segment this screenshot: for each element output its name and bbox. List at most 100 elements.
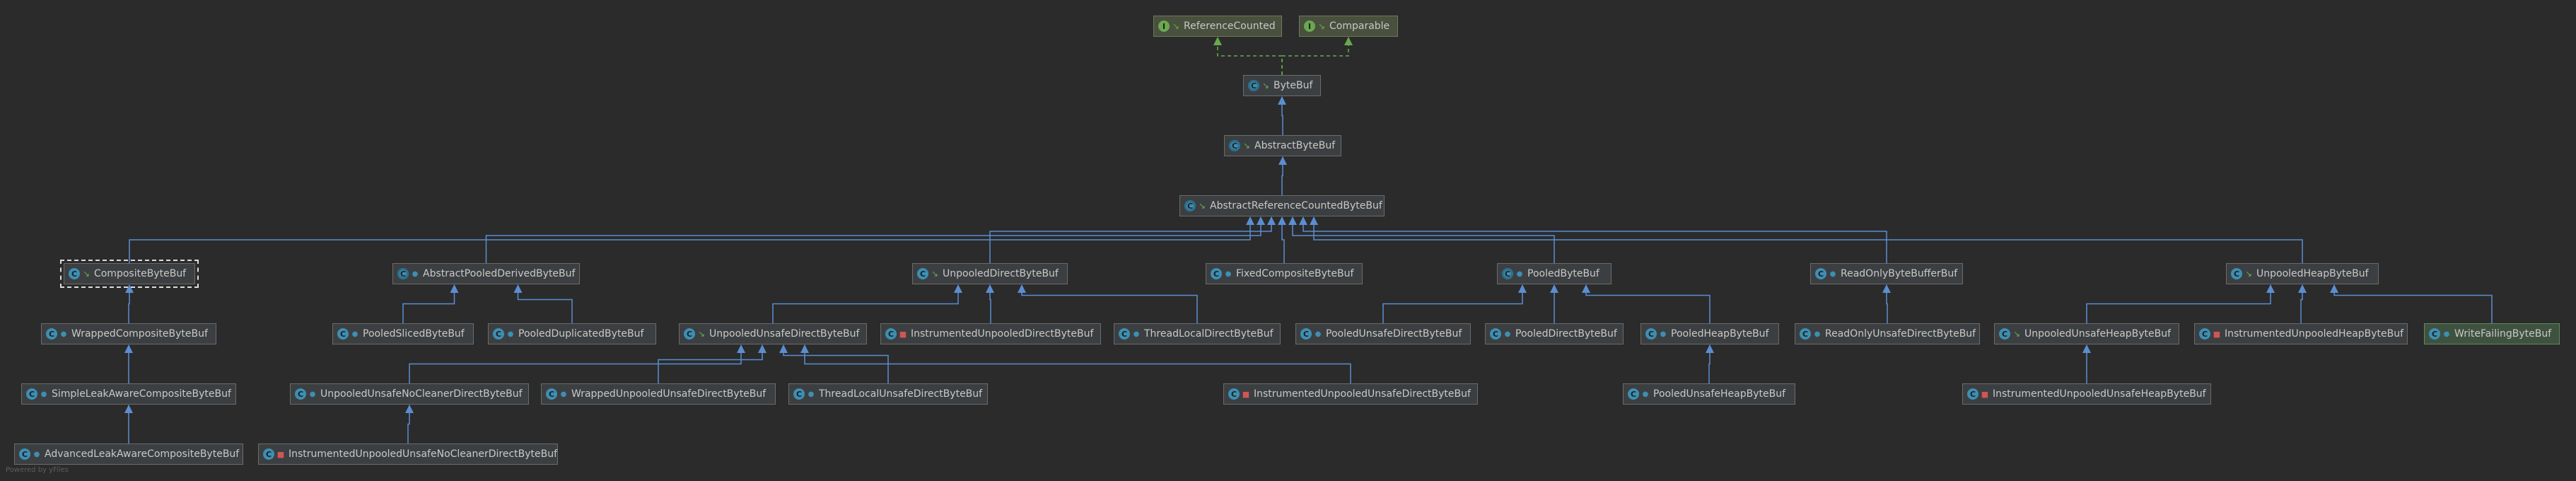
node-label: InstrumentedUnpooledDirectByteBuf xyxy=(911,328,1094,340)
class-icon: C xyxy=(2199,328,2210,340)
node-thread-local-unsafe-direct-byte-buf[interactable]: C ● ThreadLocalUnsafeDirectByteBuf xyxy=(788,383,988,405)
node-label: UnpooledHeapByteBuf xyxy=(2256,268,2369,279)
node-label: ThreadLocalUnsafeDirectByteBuf xyxy=(819,388,983,400)
abstract-class-icon: C xyxy=(1184,200,1196,211)
node-write-failing-byte-buf[interactable]: C ● WriteFailingByteBuf xyxy=(2424,323,2560,344)
node-pooled-byte-buf[interactable]: C ● PooledByteBuf xyxy=(1497,263,1612,284)
node-label: PooledHeapByteBuf xyxy=(1671,328,1769,340)
edge-composite-byte-buf-to-abstract-reference-counted-byte-buf xyxy=(129,216,1254,263)
edge-unpooled-unsafe-no-cleaner-direct-byte-buf-to-unpooled-unsafe-direct-byte-buf xyxy=(409,344,745,383)
class-icon: C xyxy=(337,328,349,340)
node-label: SimpleLeakAwareCompositeByteBuf xyxy=(52,388,231,400)
node-label: PooledByteBuf xyxy=(1527,268,1599,279)
class-icon: C xyxy=(46,328,57,340)
node-pooled-duplicated-byte-buf[interactable]: C ● PooledDuplicatedByteBuf xyxy=(488,323,656,344)
class-icon: C xyxy=(295,388,306,400)
node-wrapped-composite-byte-buf[interactable]: C ● WrappedCompositeByteBuf xyxy=(41,323,216,344)
edge-thread-local-direct-byte-buf-to-unpooled-direct-byte-buf xyxy=(1018,284,1198,323)
public-modifier-icon: ↘ xyxy=(1198,201,1206,211)
edge-unpooled-unsafe-direct-byte-buf-to-unpooled-direct-byte-buf xyxy=(772,284,962,323)
node-byte-buf[interactable]: C ↘ ByteBuf xyxy=(1243,75,1321,96)
node-label: ReferenceCounted xyxy=(1184,21,1276,32)
edge-read-only-byte-buffer-buf-to-abstract-reference-counted-byte-buf xyxy=(1299,216,1887,263)
edge-instrumented-unpooled-heap-byte-buf-to-unpooled-heap-byte-buf xyxy=(2298,284,2307,323)
node-simple-leak-aware-composite-byte-buf[interactable]: C ● SimpleLeakAwareCompositeByteBuf xyxy=(21,383,236,405)
interface-icon: I xyxy=(1158,21,1170,32)
edge-byte-buf-to-reference-counted xyxy=(1213,37,1283,75)
package-private-modifier-icon: ● xyxy=(560,390,567,398)
node-pooled-direct-byte-buf[interactable]: C ● PooledDirectByteBuf xyxy=(1485,323,1624,344)
node-abstract-byte-buf[interactable]: C ↘ AbstractByteBuf xyxy=(1224,135,1341,156)
node-advanced-leak-aware-composite-byte-buf[interactable]: C ● AdvancedLeakAwareCompositeByteBuf xyxy=(14,444,243,465)
node-label: WriteFailingByteBuf xyxy=(2454,328,2552,340)
class-icon: C xyxy=(917,268,928,279)
edge-instrumented-unpooled-unsafe-direct-byte-buf-to-unpooled-unsafe-direct-byte-buf xyxy=(800,344,1351,383)
package-private-modifier-icon: ● xyxy=(40,390,47,398)
class-icon: C xyxy=(1800,328,1811,340)
node-label: WrappedUnpooledUnsafeDirectByteBuf xyxy=(571,388,767,400)
package-private-modifier-icon: ● xyxy=(309,390,316,398)
node-unpooled-unsafe-heap-byte-buf[interactable]: C ↘ UnpooledUnsafeHeapByteBuf xyxy=(1994,323,2179,344)
node-pooled-unsafe-direct-byte-buf[interactable]: C ● PooledUnsafeDirectByteBuf xyxy=(1295,323,1471,344)
package-private-modifier-icon: ● xyxy=(60,330,67,338)
node-unpooled-unsafe-direct-byte-buf[interactable]: C ↘ UnpooledUnsafeDirectByteBuf xyxy=(679,323,867,344)
public-modifier-icon: ↘ xyxy=(2244,269,2253,279)
public-modifier-icon: ↘ xyxy=(2012,329,2021,339)
node-unpooled-direct-byte-buf[interactable]: C ↘ UnpooledDirectByteBuf xyxy=(912,263,1068,284)
public-modifier-icon: ↘ xyxy=(1172,21,1180,31)
edge-fixed-composite-byte-buf-to-abstract-reference-counted-byte-buf xyxy=(1278,216,1286,263)
node-abstract-reference-counted-byte-buf[interactable]: C ↘ AbstractReferenceCountedByteBuf xyxy=(1179,195,1385,216)
package-private-modifier-icon: ● xyxy=(2443,330,2450,338)
node-label: AdvancedLeakAwareCompositeByteBuf xyxy=(45,448,240,460)
package-private-modifier-icon: ● xyxy=(1315,330,1322,338)
node-instrumented-unpooled-heap-byte-buf[interactable]: C ■ InstrumentedUnpooledHeapByteBuf xyxy=(2194,323,2408,344)
node-instrumented-unpooled-unsafe-direct-byte-buf[interactable]: C ■ InstrumentedUnpooledUnsafeDirectByte… xyxy=(1223,383,1478,405)
node-read-only-unsafe-direct-byte-buf[interactable]: C ● ReadOnlyUnsafeDirectByteBuf xyxy=(1795,323,1980,344)
node-read-only-byte-buffer-buf[interactable]: C ● ReadOnlyByteBufferBuf xyxy=(1810,263,1963,284)
edge-abstract-byte-buf-to-byte-buf xyxy=(1278,96,1286,135)
package-private-modifier-icon: ● xyxy=(1504,330,1511,338)
node-thread-local-direct-byte-buf[interactable]: C ● ThreadLocalDirectByteBuf xyxy=(1114,323,1281,344)
class-icon: C xyxy=(793,388,805,400)
class-icon: C xyxy=(1815,268,1826,279)
class-icon: C xyxy=(1645,328,1657,340)
class-icon: C xyxy=(1490,328,1501,340)
node-label: InstrumentedUnpooledUnsafeDirectByteBuf xyxy=(1254,388,1471,400)
node-comparable[interactable]: I ↘ Comparable xyxy=(1299,16,1398,37)
node-fixed-composite-byte-buf[interactable]: C ● FixedCompositeByteBuf xyxy=(1206,263,1363,284)
node-instrumented-unpooled-direct-byte-buf[interactable]: C ■ InstrumentedUnpooledDirectByteBuf xyxy=(880,323,1101,344)
node-reference-counted[interactable]: I ↘ ReferenceCounted xyxy=(1153,16,1282,37)
node-composite-byte-buf[interactable]: C ↘ CompositeByteBuf xyxy=(60,260,199,288)
node-pooled-sliced-byte-buf[interactable]: C ● PooledSlicedByteBuf xyxy=(332,323,474,344)
edge-unpooled-heap-byte-buf-to-abstract-reference-counted-byte-buf xyxy=(1310,216,2303,263)
node-pooled-unsafe-heap-byte-buf[interactable]: C ● PooledUnsafeHeapByteBuf xyxy=(1623,383,1795,405)
class-icon: C xyxy=(546,388,557,400)
class-icon: C xyxy=(26,388,37,400)
watermark: Powered by yFiles xyxy=(6,466,69,474)
node-unpooled-heap-byte-buf[interactable]: C ↘ UnpooledHeapByteBuf xyxy=(2226,263,2379,284)
class-icon: C xyxy=(2429,328,2440,340)
package-private-modifier-icon: ● xyxy=(1133,330,1140,338)
private-modifier-icon: ■ xyxy=(1981,389,1989,399)
package-private-modifier-icon: ● xyxy=(351,330,359,338)
node-label: UnpooledUnsafeDirectByteBuf xyxy=(709,328,860,340)
package-private-modifier-icon: ● xyxy=(412,270,419,278)
node-pooled-heap-byte-buf[interactable]: C ● PooledHeapByteBuf xyxy=(1640,323,1779,344)
class-icon: C xyxy=(263,448,274,460)
node-label: AbstractPooledDerivedByteBuf xyxy=(423,268,576,279)
public-modifier-icon: ↘ xyxy=(697,329,706,339)
node-unpooled-unsafe-no-cleaner-direct-byte-buf[interactable]: C ● UnpooledUnsafeNoCleanerDirectByteBuf xyxy=(290,383,529,405)
node-wrapped-unpooled-unsafe-direct-byte-buf[interactable]: C ● WrappedUnpooledUnsafeDirectByteBuf xyxy=(541,383,776,405)
package-private-modifier-icon: ● xyxy=(1516,270,1523,278)
node-abstract-pooled-derived-byte-buf[interactable]: C ● AbstractPooledDerivedByteBuf xyxy=(392,263,580,284)
node-instrumented-unpooled-unsafe-heap-byte-buf[interactable]: C ■ InstrumentedUnpooledUnsafeHeapByteBu… xyxy=(1962,383,2211,405)
edge-wrapped-unpooled-unsafe-direct-byte-buf-to-unpooled-unsafe-direct-byte-buf xyxy=(658,344,767,383)
node-label: CompositeByteBuf xyxy=(94,268,187,279)
node-label: WrappedCompositeByteBuf xyxy=(71,328,208,340)
abstract-class-icon: C xyxy=(397,268,409,279)
node-instrumented-unpooled-unsafe-no-cleaner-direct-byte-buf[interactable]: C ■ InstrumentedUnpooledUnsafeNoCleanerD… xyxy=(258,444,558,465)
edge-unpooled-unsafe-heap-byte-buf-to-unpooled-heap-byte-buf xyxy=(2086,284,2275,323)
class-icon: C xyxy=(1999,328,2010,340)
package-private-modifier-icon: ● xyxy=(1829,270,1836,278)
